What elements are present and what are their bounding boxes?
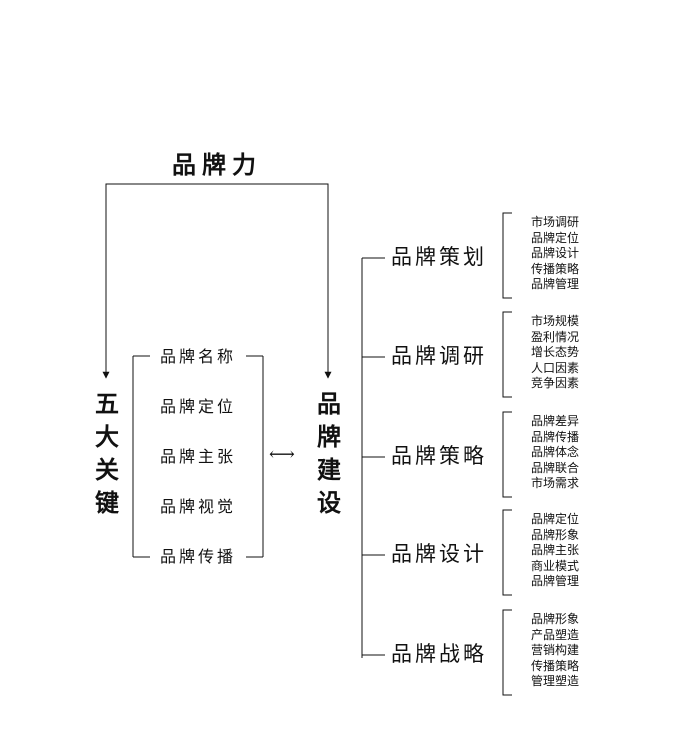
- diagram-title: 品牌力: [172, 150, 262, 179]
- sub-item: 商业模式: [531, 558, 580, 573]
- sub-item: 品牌定位: [531, 230, 580, 245]
- sub-item: 品牌联合: [531, 460, 580, 475]
- right-tree: [361, 212, 512, 696]
- sub-item: 品牌形象: [531, 612, 580, 626]
- mid-item-claim: 品牌主张: [160, 447, 237, 466]
- mid-item-position: 品牌定位: [160, 397, 237, 416]
- sub-item: 品牌体念: [531, 445, 580, 459]
- branch-label: 品牌设计: [391, 542, 487, 566]
- mid-right-bracket: [246, 355, 264, 558]
- sub-item: 增长态势: [531, 345, 580, 359]
- sub-bracket: [502, 509, 512, 596]
- sub-item: 品牌定位: [531, 512, 580, 526]
- center-vertical-label: 品牌建设: [317, 389, 341, 517]
- left-bracket: [132, 355, 150, 558]
- double-arrow-icon: ⟷: [269, 444, 295, 465]
- branch-label: 品牌调研: [391, 344, 487, 368]
- sub-item: 传播策略: [531, 261, 580, 276]
- sub-item: 品牌管理: [531, 277, 580, 291]
- sub-item: 市场需求: [531, 476, 580, 490]
- mid-item-name: 品牌名称: [160, 347, 237, 366]
- sub-item: 品牌设计: [531, 246, 580, 260]
- sub-item: 品牌主张: [531, 543, 580, 557]
- sub-bracket: [502, 609, 512, 696]
- sub-item: 品牌形象: [531, 527, 580, 542]
- mid-item-spread: 品牌传播: [160, 547, 237, 566]
- sub-item: 管理塑造: [531, 674, 580, 688]
- sub-item: 品牌传播: [531, 429, 580, 444]
- mid-item-visual: 品牌视觉: [160, 497, 237, 516]
- sub-item: 品牌差异: [531, 414, 580, 428]
- title-loop-connector: [105, 183, 329, 372]
- sub-item: 营销构建: [531, 643, 580, 657]
- sub-list: 市场规模盈利情况增长态势人口因素竞争因素: [531, 314, 579, 392]
- sub-item: 市场规模: [531, 314, 580, 328]
- sub-list: 品牌差异品牌传播品牌体念品牌联合市场需求: [531, 414, 579, 492]
- sub-item: 盈利情况: [531, 329, 580, 344]
- sub-item: 市场调研: [531, 215, 580, 229]
- branch-label: 品牌策略: [391, 444, 487, 468]
- sub-item: 竞争因素: [531, 376, 580, 390]
- branch-label: 品牌战略: [391, 642, 487, 666]
- sub-bracket: [502, 212, 512, 299]
- sub-bracket: [502, 411, 512, 498]
- sub-list: 品牌形象产品塑造营销构建传播策略管理塑造: [531, 612, 579, 690]
- sub-item: 传播策略: [531, 658, 580, 673]
- branch-label: 品牌策划: [391, 245, 487, 269]
- sub-bracket: [502, 311, 512, 398]
- sub-item: 人口因素: [531, 360, 580, 375]
- sub-list: 品牌定位品牌形象品牌主张商业模式品牌管理: [531, 512, 579, 590]
- sub-item: 品牌管理: [531, 574, 580, 588]
- sub-list: 市场调研品牌定位品牌设计传播策略品牌管理: [531, 215, 579, 293]
- left-vertical-label: 五大关键: [95, 389, 119, 517]
- sub-item: 产品塑造: [531, 627, 580, 642]
